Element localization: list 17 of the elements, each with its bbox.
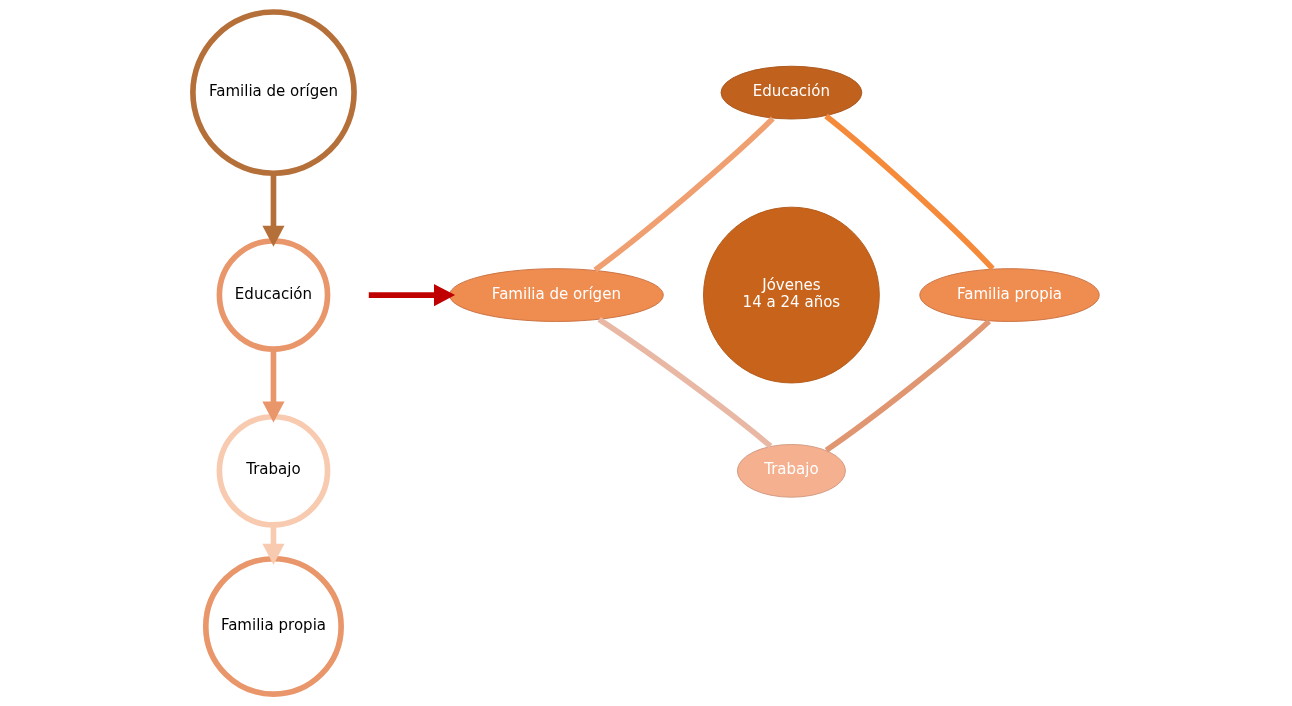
connector (824, 319, 991, 453)
node-circle: Trabajo (216, 413, 331, 528)
node-ellipse: Trabajo (736, 444, 846, 498)
node-circle: Familia propia (203, 555, 344, 697)
node-ellipse: Educación (720, 65, 863, 120)
arrow (262, 349, 285, 423)
connector (597, 317, 773, 449)
node-ellipse: Familia de orígen (449, 268, 664, 322)
node-circle: Familia de orígen (190, 9, 357, 176)
arrow (368, 283, 456, 307)
node-ellipse: Familia propia (919, 268, 1100, 322)
connector (593, 116, 775, 273)
node-circle: Jóvenes 14 a 24 años (703, 206, 880, 384)
arrow (262, 525, 285, 565)
connector (824, 113, 995, 271)
arrow (262, 173, 285, 247)
node-circle: Educación (216, 238, 331, 352)
